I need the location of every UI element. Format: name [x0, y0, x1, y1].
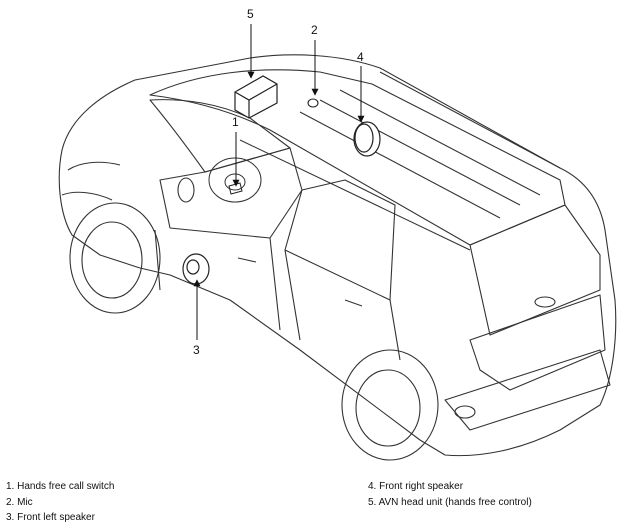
- callout-3: 3: [193, 343, 200, 357]
- callout-5: 5: [247, 7, 254, 21]
- rear-wheel: [341, 349, 439, 461]
- vehicle-outline: [58, 54, 617, 457]
- legend-item-2: 2. Mic: [6, 496, 33, 508]
- leader-lines: [193, 24, 365, 340]
- legend-item-5: 5. AVN head unit (hands free control): [368, 496, 532, 508]
- avn-head-unit: [234, 75, 278, 119]
- legend-item-4: 4. Front right speaker: [368, 481, 464, 492]
- legend-left: 1. Hands free call switch 2. Mic 3. Fron…: [6, 479, 114, 526]
- callout-1: 1: [232, 115, 239, 129]
- legend-item-1: 1. Hands free call switch: [6, 481, 115, 492]
- front-right-speaker: [353, 121, 381, 157]
- front-left-speaker: [182, 253, 210, 285]
- legend-right: 4. Front right speaker 5. AVN head unit …: [368, 479, 532, 510]
- car-component-diagram: 1 2 3 4 5: [58, 7, 617, 461]
- callout-2: 2: [311, 23, 318, 37]
- legend-item-3: 3. Front left speaker: [6, 512, 95, 523]
- callout-4: 4: [357, 50, 364, 64]
- front-wheel: [69, 202, 161, 314]
- mic: [307, 98, 319, 108]
- steering-wheel: [208, 157, 262, 203]
